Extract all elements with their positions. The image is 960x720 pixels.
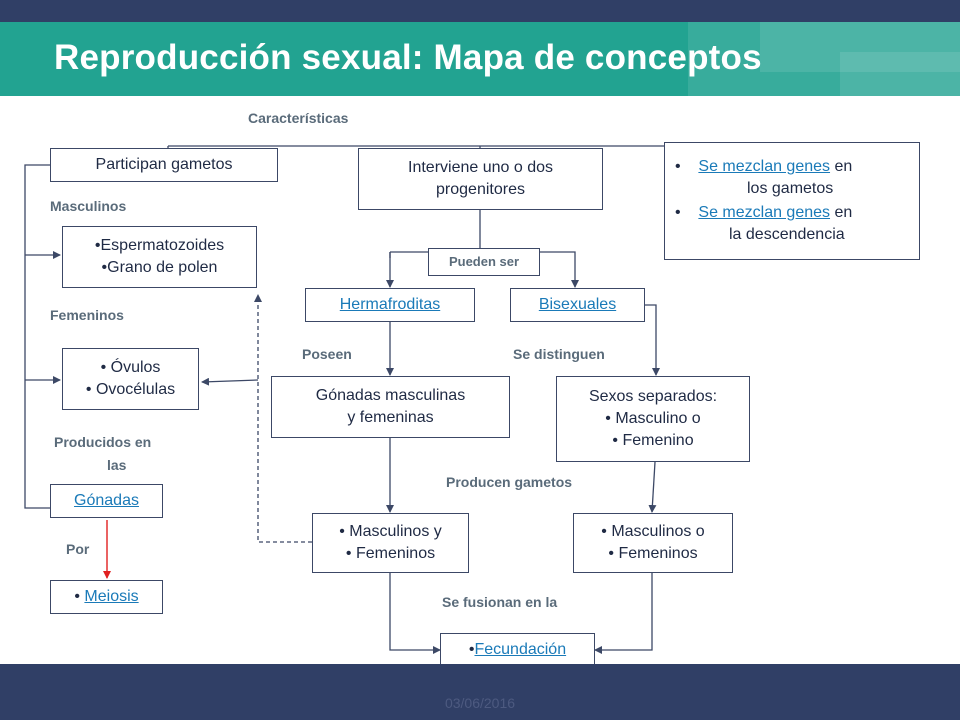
interviene-text: Interviene uno o dos progenitores bbox=[408, 159, 553, 198]
gonadas-link[interactable]: Gónadas bbox=[74, 492, 139, 509]
box-fecundacion: •Fecundación bbox=[440, 633, 595, 667]
label-producidos-1: Producidos en bbox=[54, 434, 152, 450]
meiosis-link[interactable]: Meiosis bbox=[84, 588, 139, 605]
label-producen-gametos: Producen gametos bbox=[446, 474, 573, 490]
fecundacion-link[interactable]: Fecundación bbox=[474, 641, 567, 658]
hermafroditas-link[interactable]: Hermafroditas bbox=[339, 296, 441, 313]
sexos-line2: • Masculino o bbox=[605, 410, 701, 427]
pueden-text: Pueden ser bbox=[448, 254, 520, 269]
title-band: Reproducción sexual: Mapa de conceptos bbox=[0, 22, 960, 96]
box-masculinos-y-femeninos: • Masculinos y • Femeninos bbox=[312, 513, 469, 573]
box-participan-gametos: Participan gametos bbox=[50, 148, 278, 182]
gonadas-mf-line1: Gónadas masculinas bbox=[315, 387, 466, 404]
mezclan-item-1: • Se mezclan genes en los gametos bbox=[665, 156, 852, 200]
box-ovulos: • Óvulos • Ovocélulas bbox=[62, 348, 199, 410]
masc-o-line2: • Femeninos bbox=[608, 545, 698, 562]
label-poseen: Poseen bbox=[302, 346, 352, 362]
ovulos-line2: • Ovocélulas bbox=[85, 381, 176, 398]
masc-y-line1: • Masculinos y bbox=[339, 523, 442, 540]
box-interviene: Interviene uno o dos progenitores bbox=[358, 148, 603, 210]
label-se-fusionan: Se fusionan en la bbox=[442, 594, 558, 610]
label-producidos-2: las bbox=[107, 457, 127, 473]
bisexuales-link[interactable]: Bisexuales bbox=[538, 296, 617, 313]
esperma-line2: •Grano de polen bbox=[101, 259, 218, 276]
label-se-distinguen: Se distinguen bbox=[513, 346, 605, 362]
gonadas-mf-line2: y femeninas bbox=[347, 409, 434, 426]
footer-date: 03/06/2016 bbox=[444, 695, 516, 711]
label-masculinos: Masculinos bbox=[50, 198, 127, 214]
box-bisexuales: Bisexuales bbox=[510, 288, 645, 322]
label-por: Por bbox=[66, 541, 90, 557]
bottom-band bbox=[0, 664, 960, 720]
top-band bbox=[0, 0, 960, 22]
box-masculinos-o-femeninos: • Masculinos o • Femeninos bbox=[573, 513, 733, 573]
mezclan-link-1[interactable]: Se mezclan genes bbox=[698, 158, 831, 175]
box-espermatozoides: •Espermatozoides •Grano de polen bbox=[62, 226, 257, 288]
masc-o-line1: • Masculinos o bbox=[601, 523, 705, 540]
esperma-line1: •Espermatozoides bbox=[94, 237, 225, 254]
mezclan-rest-2: en bbox=[830, 204, 853, 221]
box-se-mezclan-genes: • Se mezclan genes en los gametos • Se m… bbox=[664, 142, 920, 260]
box-meiosis: • Meiosis bbox=[50, 580, 163, 614]
mezclan-link-2[interactable]: Se mezclan genes bbox=[698, 204, 831, 221]
box-gonadas: Gónadas bbox=[50, 484, 163, 518]
label-caracteristicas: Características bbox=[248, 110, 349, 126]
page-title: Reproducción sexual: Mapa de conceptos bbox=[54, 38, 762, 77]
mezclan-cont-1: los gametos bbox=[747, 180, 834, 197]
box-sexos-separados: Sexos separados: • Masculino o • Femenin… bbox=[556, 376, 750, 462]
participan-text: Participan gametos bbox=[95, 156, 233, 173]
box-hermafroditas: Hermafroditas bbox=[305, 288, 475, 322]
box-gonadas-masculinas: Gónadas masculinas y femeninas bbox=[271, 376, 510, 438]
sexos-line3: • Femenino bbox=[612, 432, 694, 449]
sexos-line1: Sexos separados: bbox=[588, 388, 718, 405]
masc-y-line2: • Femeninos bbox=[345, 545, 436, 562]
mezclan-item-2: • Se mezclan genes en la descendencia bbox=[665, 202, 852, 246]
label-femeninos: Femeninos bbox=[50, 307, 124, 323]
box-pueden-ser: Pueden ser bbox=[428, 248, 540, 276]
ovulos-line1: • Óvulos bbox=[100, 359, 161, 376]
mezclan-rest-1: en bbox=[830, 158, 853, 175]
mezclan-cont-2: la descendencia bbox=[729, 226, 845, 243]
